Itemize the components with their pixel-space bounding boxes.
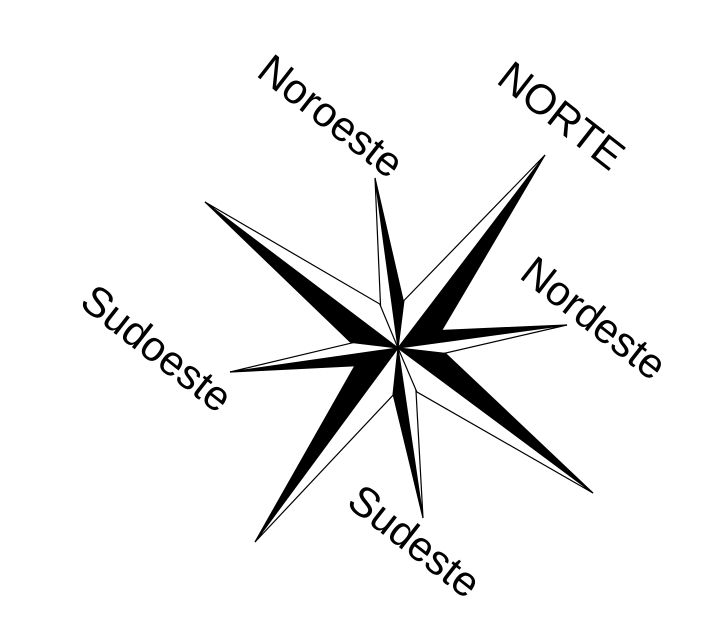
label-norte: NORTE [489, 52, 633, 179]
label-sudeste: Sudeste [339, 475, 489, 607]
label-nordeste: Nordeste [512, 247, 675, 389]
label-sudoeste: Sudoeste [72, 275, 241, 421]
rose-point-sw-light [205, 202, 398, 348]
compass-rose [205, 155, 593, 542]
rose-point-n-light [398, 155, 545, 348]
rose-point-ne-light [398, 348, 593, 493]
label-noroeste: Noroeste [249, 45, 412, 187]
